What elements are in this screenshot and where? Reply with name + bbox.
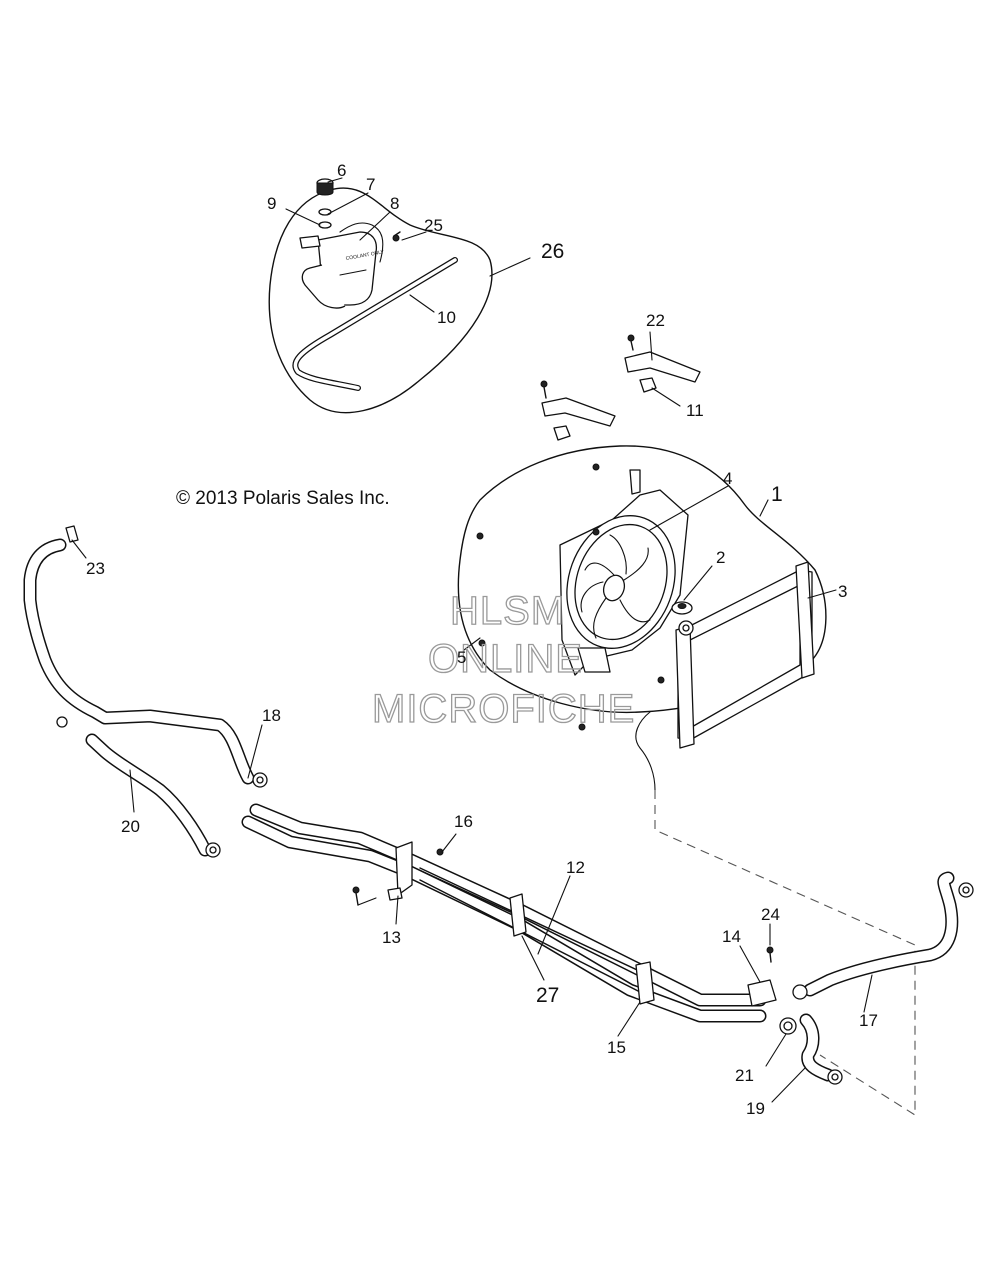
bolt-25	[392, 231, 401, 242]
fan-bracket-upper	[624, 334, 701, 393]
callout-17: 17	[859, 1011, 878, 1030]
callout-12: 12	[566, 858, 585, 877]
coolant-hose-20	[85, 733, 221, 858]
callout-5: 5	[457, 648, 466, 667]
callout-26: 26	[541, 240, 564, 263]
coolant-reservoir: COOLANT ONLY	[299, 231, 385, 309]
reservoir-vent-hose	[339, 222, 384, 263]
callout-18: 18	[262, 706, 281, 725]
bracket-14	[747, 946, 777, 1007]
callout-14: 14	[722, 927, 741, 946]
callout-10: 10	[437, 308, 456, 327]
tube-clamp-15	[635, 961, 655, 1005]
radiator	[675, 561, 815, 749]
callout-2: 2	[716, 548, 725, 567]
callout-8: 8	[390, 194, 399, 213]
fastener-5b	[592, 463, 600, 471]
callout-16: 16	[454, 812, 473, 831]
fastener-5d	[478, 639, 486, 647]
group-outline-26	[268, 187, 493, 414]
fan-assembly	[559, 469, 689, 676]
copyright-text: © 2013 Polaris Sales Inc.	[176, 488, 390, 509]
tube-clamp-mid	[509, 893, 527, 937]
cooling-tubes	[241, 803, 767, 1023]
callout-23: 23	[86, 559, 105, 578]
callout-24: 24	[761, 905, 780, 924]
callout-6: 6	[337, 161, 346, 180]
callout-19: 19	[746, 1099, 765, 1118]
callout-25: 25	[424, 216, 443, 235]
watermark-line-2: ONLINE	[428, 637, 583, 681]
watermark-line-1: HLSM	[450, 589, 565, 633]
fastener-5e	[657, 676, 665, 684]
callout-15: 15	[607, 1038, 626, 1057]
leader-lines	[71, 177, 873, 1103]
tube-clamp-13	[352, 841, 413, 906]
fastener-5a	[476, 532, 484, 540]
callout-11: 11	[686, 401, 704, 420]
fastener-16	[436, 848, 444, 856]
coolant-hose-17	[792, 871, 974, 1000]
callout-3: 3	[838, 582, 847, 601]
fastener-5c	[592, 528, 600, 536]
coolant-hose-19	[779, 1013, 843, 1085]
watermark-line-3: MICROFICHE	[372, 687, 635, 731]
callout-20: 20	[121, 817, 140, 836]
callout-9: 9	[267, 194, 276, 213]
callout-1: 1	[771, 483, 783, 506]
fan-bracket-lower	[540, 380, 616, 441]
callout-4: 4	[723, 469, 732, 488]
reservoir-cap	[316, 178, 334, 229]
grommet	[671, 601, 693, 615]
callout-13: 13	[382, 928, 401, 947]
callout-27: 27	[536, 984, 559, 1007]
callout-22: 22	[646, 311, 665, 330]
fastener-5f	[578, 723, 586, 731]
callout-7: 7	[366, 175, 375, 194]
coolant-hose-23	[23, 525, 268, 788]
callout-21: 21	[735, 1066, 754, 1085]
radiator-leader	[635, 711, 656, 791]
dashed-guide	[654, 790, 916, 1116]
